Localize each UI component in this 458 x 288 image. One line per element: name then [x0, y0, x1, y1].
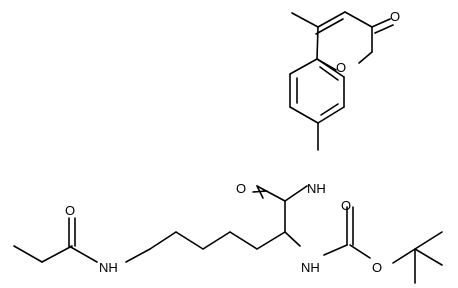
butyl-chain [125, 231, 286, 263]
propanamide-nh-label: NH [99, 260, 118, 275]
propanoyl-oxygen-label: O [65, 203, 75, 218]
ring-oxygen-label: O [336, 60, 346, 75]
ester-oxygen-label: O [372, 260, 382, 275]
carbamate-oxygen-label: O [341, 198, 351, 213]
anilide-nh-label: NH [307, 181, 326, 196]
coumarin-carbonyl-oxygen-label: O [390, 9, 400, 24]
carbamate-nh-label: NH [301, 260, 320, 275]
propanoyl-group [13, 217, 98, 263]
amide-core [252, 185, 308, 247]
benzene-ring [289, 58, 345, 151]
amide-oxygen-label: O [236, 181, 246, 196]
boc-group [323, 206, 443, 284]
